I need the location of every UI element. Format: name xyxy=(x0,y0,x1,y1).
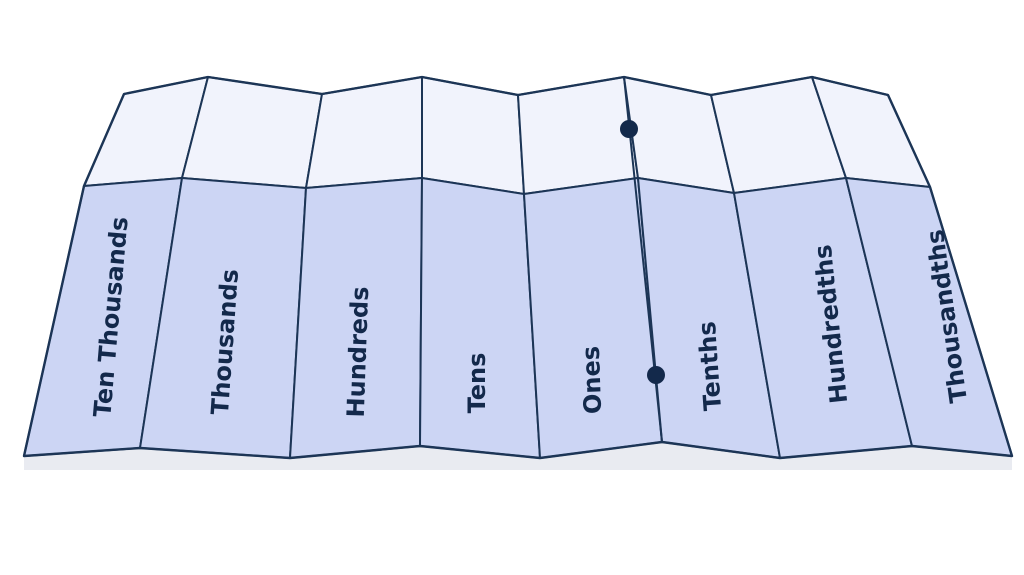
label-tens: Tens xyxy=(463,353,491,414)
front-panel-4 xyxy=(419,177,541,459)
label-ones: Ones xyxy=(577,346,607,415)
back-panel-5 xyxy=(517,76,639,195)
decimal-point-dot-bottom xyxy=(647,366,665,384)
strip-outline xyxy=(22,75,1014,460)
front-panels xyxy=(23,177,1013,459)
label-hundreds: Hundreds xyxy=(342,286,375,418)
label-tenths: Tenths xyxy=(693,321,727,412)
decimal-point-dot-top xyxy=(620,120,638,138)
back-panel-4 xyxy=(421,76,525,195)
back-panels xyxy=(83,76,931,195)
back-panel-2 xyxy=(181,76,323,189)
